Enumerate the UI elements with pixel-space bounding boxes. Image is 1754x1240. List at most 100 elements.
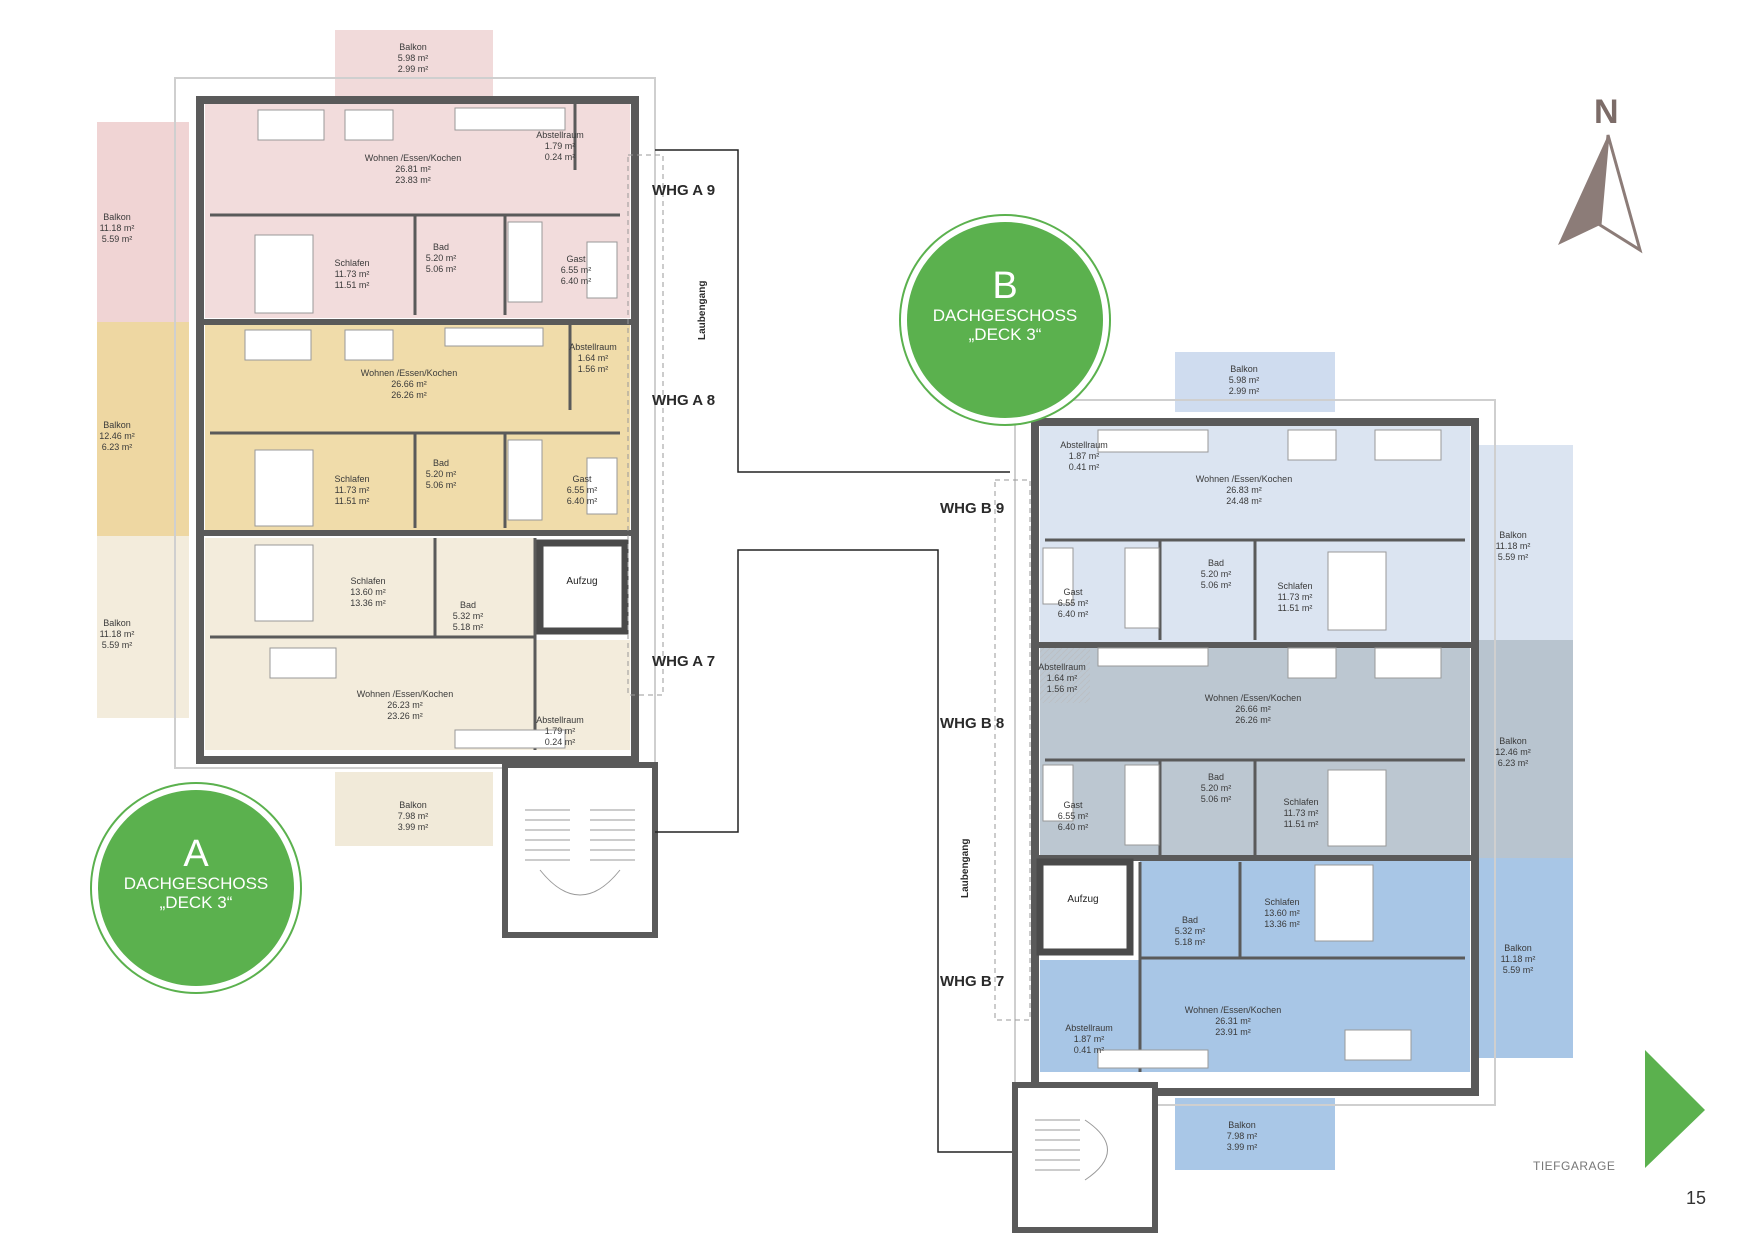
a9-balkon <box>97 122 189 322</box>
room-name: Wohnen /Essen/Kochen <box>364 153 462 163</box>
room-area: 11.73 m² <box>334 269 370 279</box>
room-area: 23.91 m² <box>1215 1027 1251 1037</box>
room-area: 11.73 m² <box>1283 808 1319 818</box>
unit-label-b9: WHG B 9 <box>940 500 1005 517</box>
building-b-floor: DACHGESCHOSS <box>932 306 1078 325</box>
room-name: Bad <box>1181 915 1199 925</box>
room-name: Schlafen <box>334 474 370 484</box>
room-name: Balkon <box>1499 530 1527 540</box>
room-name: Gast <box>1063 800 1083 810</box>
building-b-badge: B DACHGESCHOSS „DECK 3“ <box>907 222 1103 418</box>
room-area: 6.40 m² <box>1057 609 1089 619</box>
room-name: Schlafen <box>1264 897 1300 907</box>
room-area: 5.20 m² <box>1200 569 1232 579</box>
room-area: 5.98 m² <box>1228 375 1260 385</box>
room-area: 6.55 m² <box>1057 811 1089 821</box>
north-label: N <box>1594 93 1619 131</box>
room-area: 3.99 m² <box>1226 1142 1258 1152</box>
room-area: 12.46 m² <box>99 431 135 441</box>
room-area: 6.55 m² <box>560 265 592 275</box>
room-name: Abstellraum <box>536 130 584 140</box>
room-area: 5.20 m² <box>425 253 457 263</box>
room-area: 5.32 m² <box>452 611 484 621</box>
room-area: 11.51 m² <box>1283 819 1319 829</box>
room-area: 1.56 m² <box>1046 684 1078 694</box>
room-area: 5.06 m² <box>425 264 457 274</box>
b-balkon-bottom <box>1175 1098 1335 1170</box>
room-area: 26.81 m² <box>395 164 431 174</box>
a-elevator-shaft <box>536 539 629 635</box>
room-area: 6.40 m² <box>1057 822 1089 832</box>
room-name: Balkon <box>103 618 131 628</box>
room-area: 5.06 m² <box>1200 794 1232 804</box>
room-area: 13.60 m² <box>1264 908 1300 918</box>
unit-label-a7: WHG A 7 <box>652 653 716 670</box>
room-name: Bad <box>1207 772 1225 782</box>
building-a-floor: DACHGESCHOSS <box>123 874 269 893</box>
room-area: 2.99 m² <box>1228 386 1260 396</box>
b9-balkon <box>1478 445 1573 640</box>
room-area: 1.79 m² <box>544 726 576 736</box>
room-name: Balkon <box>103 420 131 430</box>
room-area: 3.99 m² <box>397 822 429 832</box>
room-area: 26.66 m² <box>391 379 427 389</box>
room-area: 6.55 m² <box>566 485 598 495</box>
room-name: Wohnen /Essen/Kochen <box>360 368 458 378</box>
room-area: 1.56 m² <box>577 364 609 374</box>
room-area: 13.36 m² <box>350 598 386 608</box>
north-arrow-icon <box>1558 134 1643 254</box>
room-area: 11.73 m² <box>334 485 370 495</box>
room-name: Balkon <box>1499 736 1527 746</box>
a7-balkon <box>97 536 189 718</box>
room-name: Balkon <box>1230 364 1258 374</box>
b7-area <box>1140 860 1470 1072</box>
room-area: 0.24 m² <box>544 737 576 747</box>
room-name: Schlafen <box>334 258 370 268</box>
tiefgarage-link[interactable]: TIEFGARAGE <box>1533 1159 1616 1173</box>
room-area: 5.98 m² <box>397 53 429 63</box>
room-area: 1.87 m² <box>1068 451 1100 461</box>
room-area: 13.36 m² <box>1264 919 1300 929</box>
building-b-plan <box>994 352 1573 1233</box>
room-name: Balkon <box>399 42 427 52</box>
room-area: 11.51 m² <box>334 496 370 506</box>
room-area: 26.83 m² <box>1226 485 1262 495</box>
unit-label-b8: WHG B 8 <box>940 715 1005 732</box>
room-area: 1.64 m² <box>1046 673 1078 683</box>
room-area: 5.59 m² <box>1497 552 1529 562</box>
b-balkon-top <box>1175 352 1335 412</box>
room-area: 24.48 m² <box>1226 496 1262 506</box>
room-area: 6.23 m² <box>1497 758 1529 768</box>
room-area: 0.24 m² <box>544 152 576 162</box>
room-area: 7.98 m² <box>1226 1131 1258 1141</box>
room-name: Bad <box>1207 558 1225 568</box>
room-name: Wohnen /Essen/Kochen <box>1195 474 1293 484</box>
room-area: 5.20 m² <box>1200 783 1232 793</box>
room-area: 11.51 m² <box>334 280 370 290</box>
room-area: 0.41 m² <box>1073 1045 1105 1055</box>
room-area: 23.26 m² <box>387 711 423 721</box>
room-name: Balkon <box>399 800 427 810</box>
room-name: Schlafen <box>1277 581 1313 591</box>
room-area: 26.26 m² <box>1235 715 1271 725</box>
room-name: Gast <box>566 254 586 264</box>
next-triangle-icon <box>1645 1050 1705 1168</box>
